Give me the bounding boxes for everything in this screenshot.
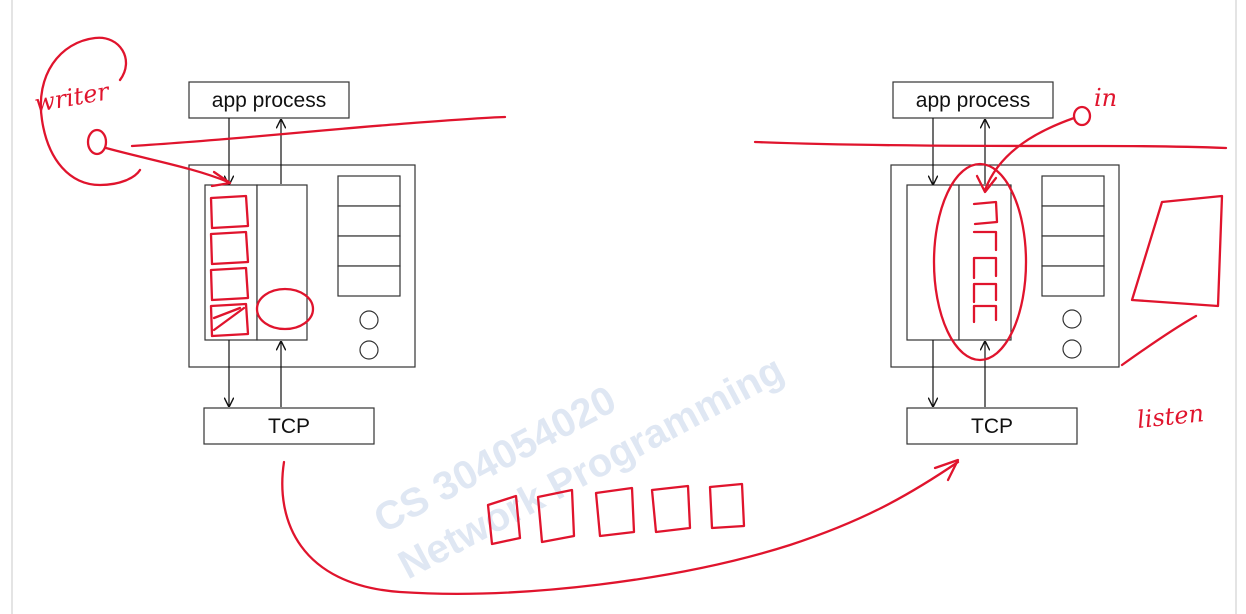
ink-left-boundary-line [130,115,507,148]
left-receive-buffer [256,184,308,341]
right-indicator-circle [1062,339,1082,359]
ink-send-buffer-block [209,266,250,302]
left-host: app process TCP [188,81,416,445]
ink-send-buffer-block [209,230,250,266]
right-host: app process TCP [890,81,1120,445]
red-ink-annotations: writer in liste [32,36,1228,595]
ink-transfer-arrowhead [933,458,960,482]
ink-receive-buffer-block [972,200,999,226]
ink-receive-buffer-block [972,304,998,324]
ink-writer-arrow [104,146,230,184]
ink-writer-loop [39,36,142,187]
ink-packet [708,482,746,530]
ink-in-arrowhead [975,174,998,194]
ink-receive-buffer-oval [932,162,1028,362]
ink-send-buffer-block [209,194,250,230]
left-indicator-circle [359,310,379,330]
left-app-process-box [188,81,350,119]
right-app-process-label: app process [916,89,1030,112]
ink-in-circle [1072,105,1092,127]
ink-packet [486,494,522,546]
ink-listen-socket-tail [1120,314,1198,367]
left-descriptor-table [337,175,401,297]
left-tcp-label: TCP [268,415,310,438]
right-receive-buffer [958,184,1012,341]
ink-receive-buffer-block [972,282,998,304]
ink-in-arrow [983,116,1076,192]
ink-in-text: in [1094,84,1117,112]
ink-listen-text: listen [1136,399,1206,434]
ink-send-buffer-scribble [212,306,246,332]
ink-receive-buffer-block [972,256,998,280]
ink-empty-receive-circle [255,287,315,331]
ink-right-boundary-line [753,140,1228,150]
right-indicator-circle [1062,309,1082,329]
right-tcp-label: TCP [971,415,1013,438]
right-descriptor-table [1041,175,1105,297]
ink-transfer-curve [281,460,960,595]
ink-send-buffer-block [209,302,250,338]
ink-writer-circle [86,128,108,156]
ink-listen-socket-box [1130,194,1224,308]
left-indicator-circle [359,340,379,360]
ink-packet [536,488,576,544]
right-app-process-box [892,81,1054,119]
left-app-process-label: app process [212,89,326,112]
watermark: CS 304054020 Network Programming [367,348,791,588]
ink-writer-arrowhead [210,170,232,188]
left-tcp-box [203,407,375,445]
ink-packet [650,484,692,534]
ink-packet [594,486,636,538]
right-tcp-box [906,407,1078,445]
ink-receive-buffer-block [972,230,998,252]
